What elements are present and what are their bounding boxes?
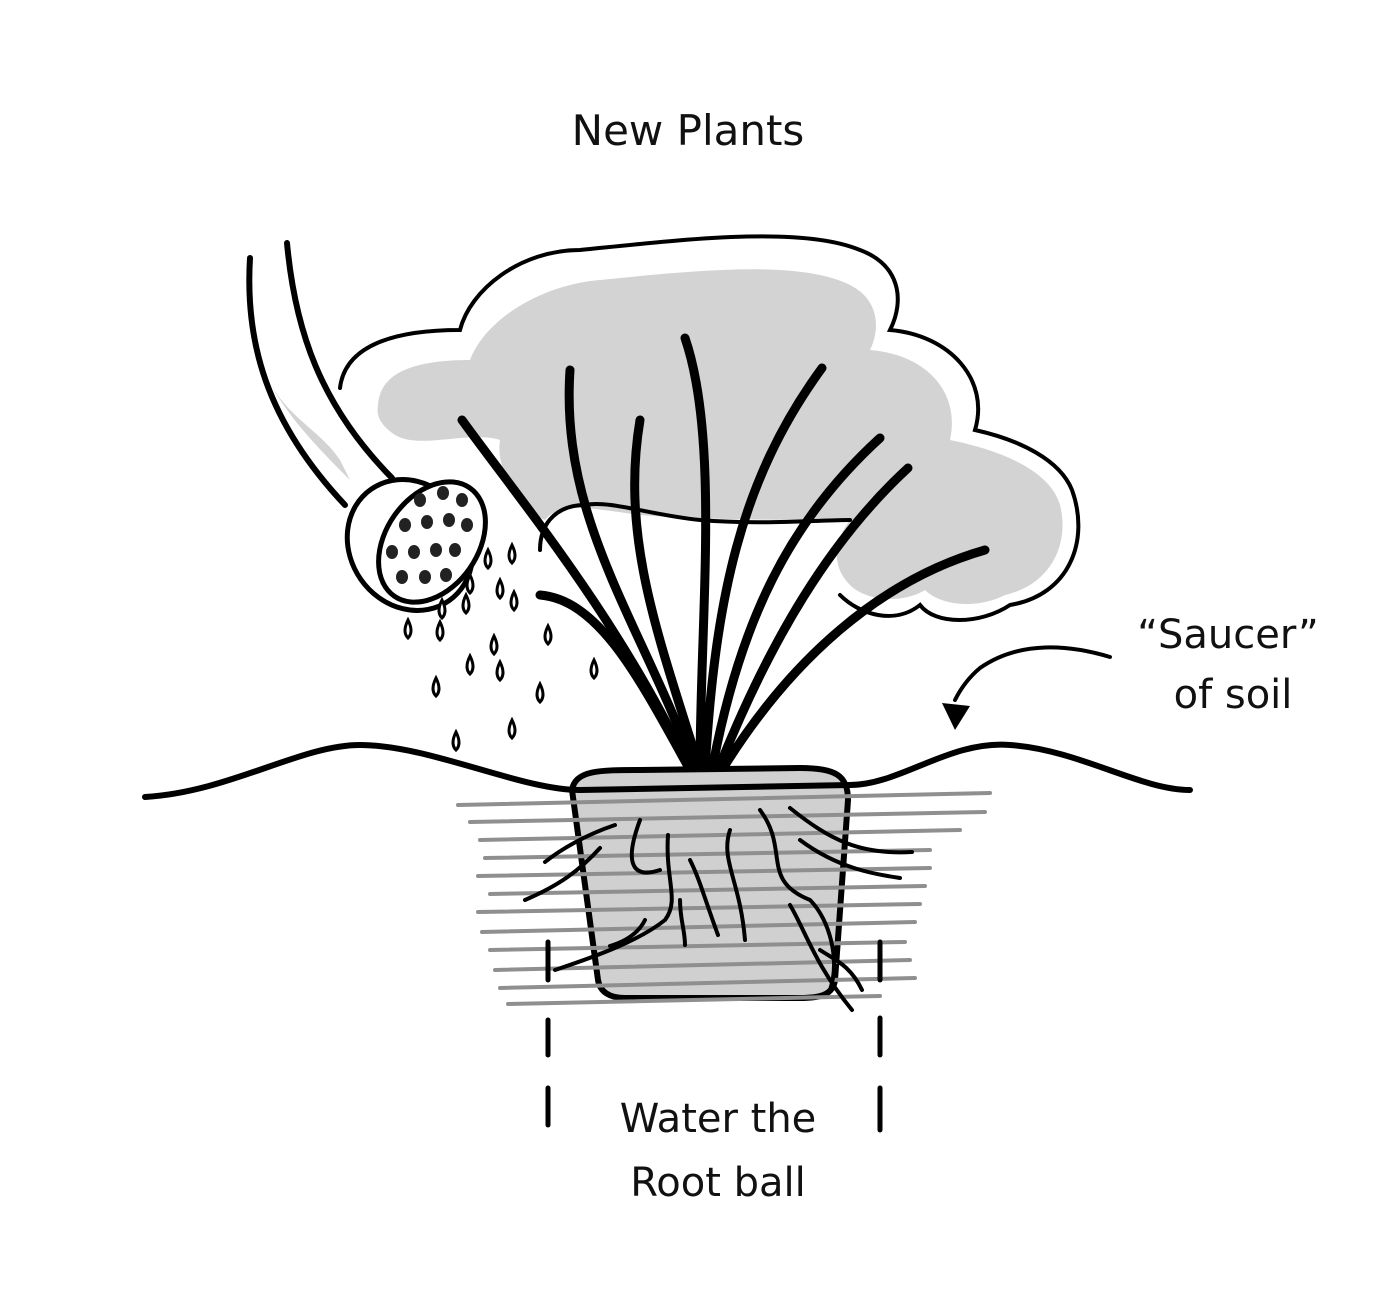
water-drops [403, 541, 599, 753]
watering-rose-holes [386, 486, 473, 584]
ground-line [142, 741, 1193, 800]
root-ball-label-line1: Water the [620, 1096, 817, 1142]
saucer-label-line2: of soil [1174, 672, 1293, 718]
root-zone-markers [545, 939, 883, 1133]
foliage-canopy [338, 234, 1081, 622]
saucer-arrow-icon [942, 645, 1112, 730]
soil-layers [456, 791, 992, 1006]
diagram-title: New Plants [572, 106, 805, 155]
root-ball [569, 765, 851, 1001]
plant-roots [523, 806, 914, 1012]
saucer-label-line1: “Saucer” [1137, 612, 1318, 658]
plant-stems [457, 333, 990, 775]
root-ball-label-line2: Root ball [630, 1160, 805, 1206]
watering-can-icon [246, 240, 488, 613]
